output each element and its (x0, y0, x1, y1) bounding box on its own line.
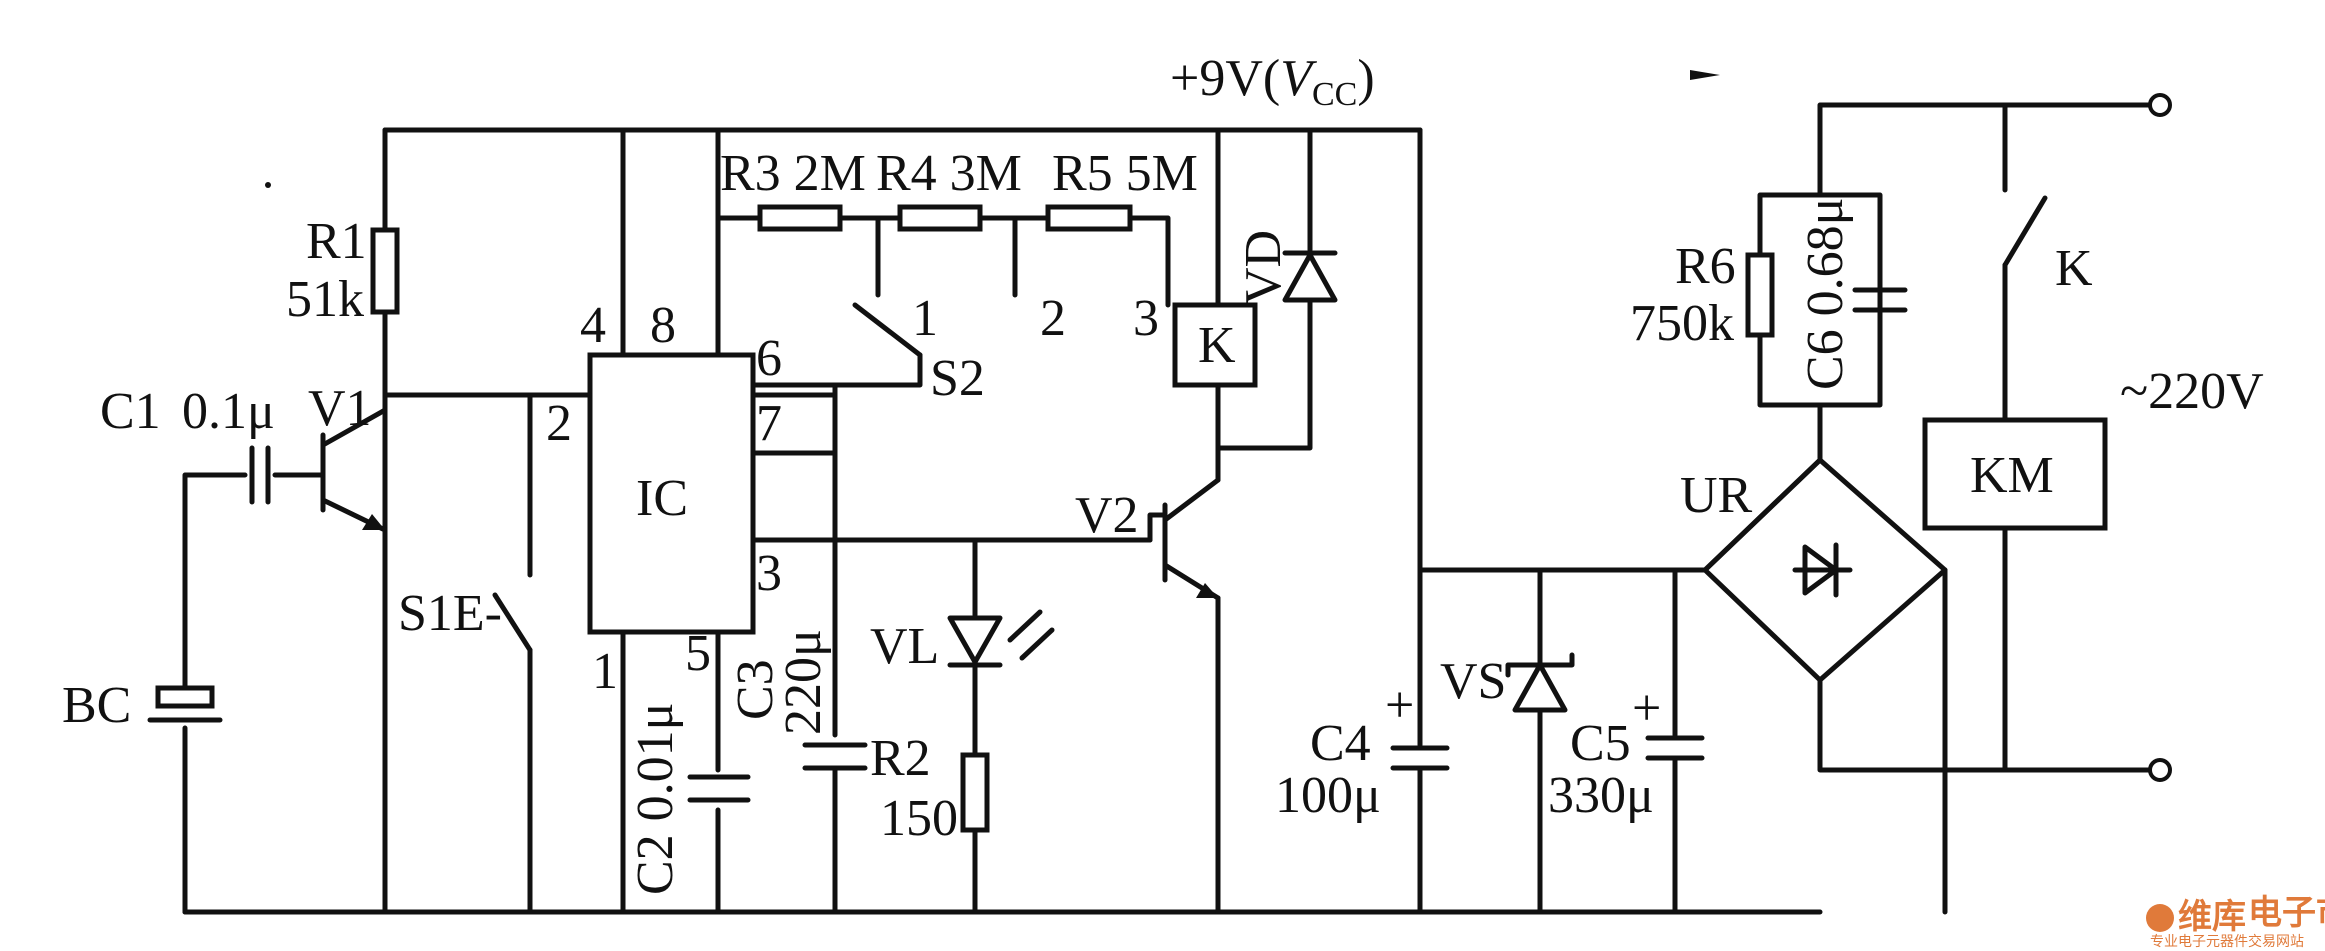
supply-label: +9V(VCC) (1170, 50, 1375, 113)
c4-capacitor (1390, 745, 1450, 771)
s2-name-label: S2 (930, 350, 985, 407)
v2-transistor (1162, 477, 1221, 601)
s2-taps (875, 215, 1018, 298)
watermark-tagline: 专业电子元器件交易网站 (2150, 933, 2304, 950)
k-switch (2002, 195, 2048, 268)
r2-name-label: R2 (870, 730, 931, 787)
c1-name-label: C1 (100, 383, 161, 440)
ic-pin6-wire (750, 352, 923, 388)
c5-plus-label: + (1632, 680, 1661, 737)
ic-chip (587, 352, 756, 635)
pin5-label: 5 (685, 625, 711, 682)
ic-name-label: IC (636, 470, 688, 527)
mains-terminal-bottom (2148, 758, 2172, 782)
k-switch-label: K (2055, 240, 2093, 297)
bc-piezo (155, 685, 215, 709)
s2-pos1-label: 1 (912, 290, 938, 347)
v2-emitter-arrow (1196, 583, 1218, 598)
vd-name-label: VD (1235, 230, 1292, 305)
scan-mark (1690, 70, 1720, 80)
pin6-label: 6 (756, 330, 782, 387)
c3-capacitor (802, 742, 868, 771)
r1-name-label: R1 (306, 213, 367, 270)
ic-pin4-8-wire (620, 127, 721, 358)
v2-name-label: V2 (1075, 487, 1139, 544)
ur-diode-symbol (1792, 542, 1853, 598)
vl-name-label: VL (870, 618, 939, 675)
k-relay-coil (1172, 302, 1258, 388)
vd-diode (1282, 250, 1338, 303)
ic-pin7-wire (750, 392, 838, 456)
c5-name-label: C5 (1570, 715, 1631, 772)
pin1-label: 1 (592, 643, 618, 700)
c1-value-label: 0.1μ (182, 383, 275, 440)
r2-resistor (960, 752, 990, 833)
r6-resistor (1745, 252, 1775, 338)
r5-resistor (1045, 204, 1133, 232)
c6-capacitor (1852, 287, 1908, 313)
s1-name-label: S1E- (398, 585, 502, 642)
ur-ground-wire (1817, 567, 2153, 915)
r6-value-label: 750k (1630, 295, 1734, 352)
pin2-label: 2 (546, 395, 572, 452)
bc-name-label: BC (62, 677, 131, 734)
v1-emitter-arrow (362, 514, 385, 530)
km-contactor (1922, 417, 2108, 531)
r3-resistor (757, 204, 843, 232)
c2-label: C2 0.01μ (627, 702, 684, 895)
s2-pos3-label: 3 (1133, 290, 1159, 347)
c3-name-label: C3 (727, 659, 784, 720)
watermark-site: 电子市场网 (2248, 893, 2325, 933)
pin8-label: 8 (650, 297, 676, 354)
v1-collector-wire (382, 392, 533, 563)
v2-base-wire (1147, 512, 1168, 543)
r3-label: R3 2M (720, 145, 866, 202)
r6-name-label: R6 (1675, 238, 1736, 295)
k-relay-label: K (1198, 317, 1236, 374)
v1-name-label: V1 (308, 380, 372, 437)
c6-label: C6 0.68μ (1797, 197, 1854, 390)
scan-dot (265, 182, 271, 188)
r4-resistor (897, 204, 983, 232)
c3-value-label: 220μ (775, 629, 832, 735)
c1-capacitor (249, 445, 271, 505)
s2-switch (852, 302, 923, 358)
c5-value-label: 330μ (1548, 767, 1654, 824)
pin3-label: 3 (756, 545, 782, 602)
ur-name-label: UR (1680, 467, 1753, 524)
watermark-brand: 维库 (2178, 897, 2246, 937)
vs-name-label: VS (1440, 653, 1506, 710)
watermark-icon (2146, 904, 2174, 932)
r2-value-label: 150 (880, 790, 958, 847)
vl-emission-arrows (1007, 609, 1055, 661)
vl-led (947, 615, 1003, 668)
c4-plus-label: + (1385, 677, 1414, 734)
mains-label: ~220V (2120, 363, 2264, 420)
vs-zener (1505, 652, 1575, 713)
watermark-logo: 维库 电子市场网 专业电子元器件交易网站 (2146, 893, 2325, 950)
k-relay-wire (1215, 127, 1313, 483)
r4-label: R4 3M (876, 145, 1022, 202)
mains-terminal-top (2148, 93, 2172, 117)
km-label: KM (1970, 447, 2054, 504)
c5-capacitor (1645, 735, 1705, 761)
s2-pos2-label: 2 (1040, 290, 1066, 347)
c4-value-label: 100μ (1275, 767, 1381, 824)
c4-name-label: C4 (1310, 715, 1371, 772)
c2-capacitor (687, 774, 751, 803)
r5-label: R5 5M (1052, 145, 1198, 202)
divider-wire (715, 215, 1171, 308)
c1-wire (182, 472, 326, 683)
r1-value-label: 51k (286, 271, 364, 328)
pin4-label: 4 (580, 297, 606, 354)
pin7-label: 7 (756, 395, 782, 452)
r1-resistor (370, 227, 400, 315)
s1-switch (492, 592, 533, 653)
